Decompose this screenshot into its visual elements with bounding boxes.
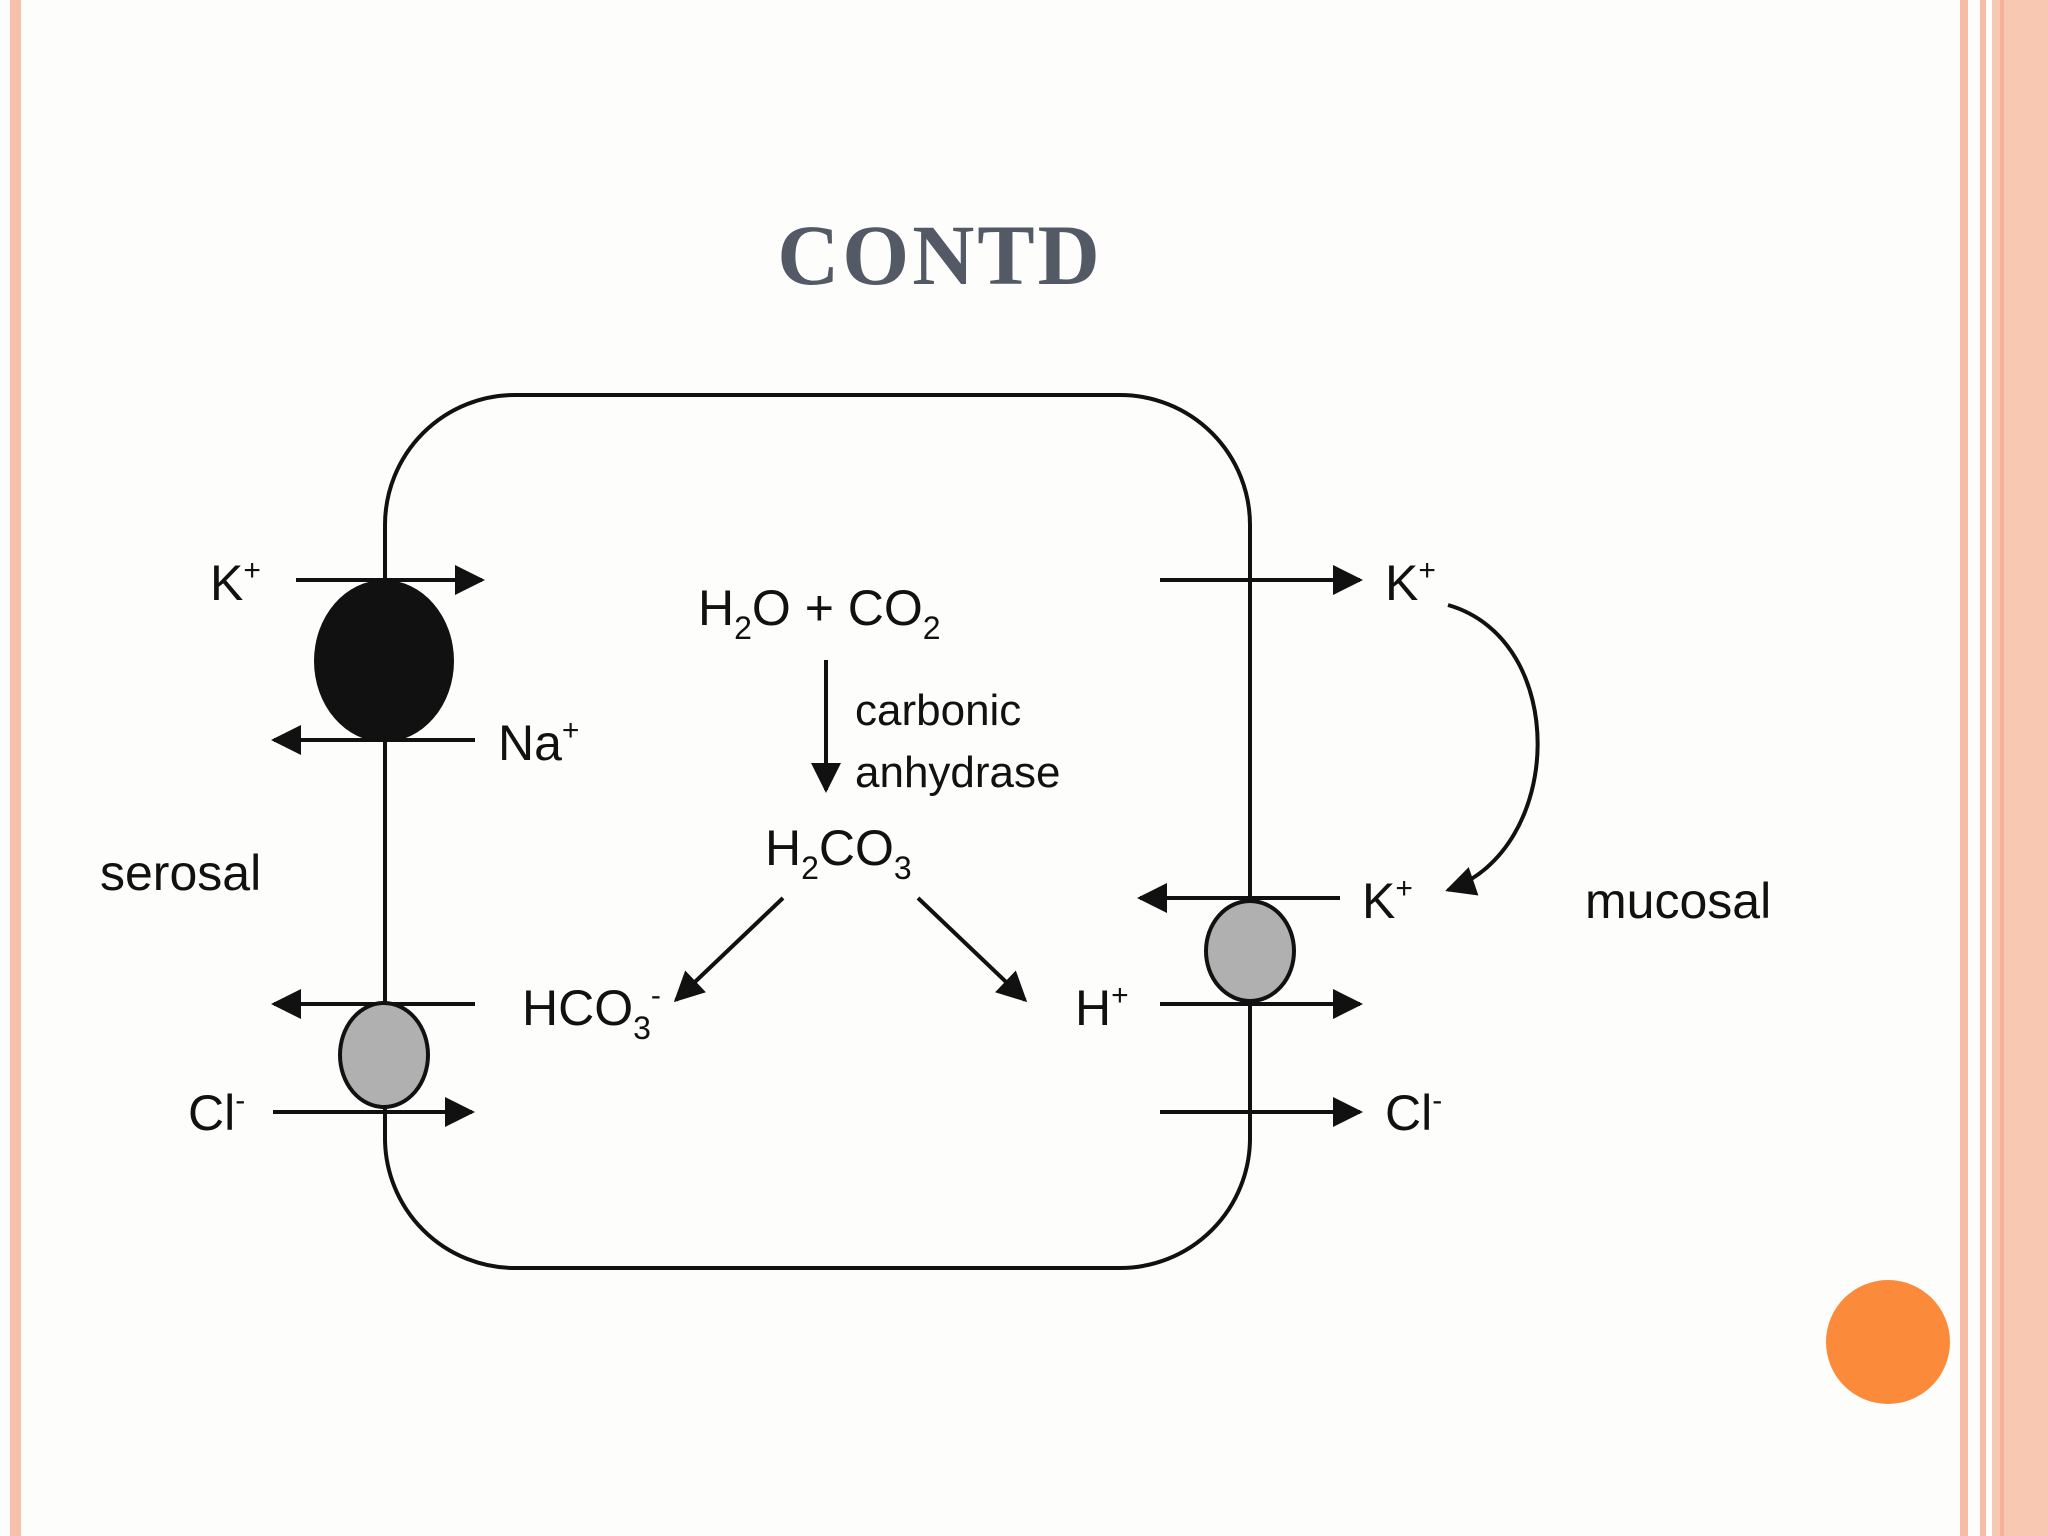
- proton-label: H+: [1075, 979, 1129, 1036]
- accent-circle: [1826, 1280, 1950, 1404]
- cl-hco3-exchanger: [271, 989, 475, 1127]
- to-proton-arrow: [916, 896, 1028, 1003]
- right-cl-label: Cl-: [1385, 1084, 1442, 1141]
- carbonic-acid-label: H2CO3: [765, 820, 912, 886]
- slide-title: CONTD: [777, 207, 1103, 303]
- mucosal-label: mucosal: [1585, 873, 1771, 929]
- serosal-label: serosal: [100, 845, 261, 901]
- cell-membrane: [383, 393, 1252, 1270]
- left-na-label: Na+: [498, 714, 579, 771]
- left-cl-label: Cl-: [188, 1084, 245, 1141]
- water-co2-label: H2O + CO2: [698, 580, 941, 646]
- right-border-stripes: [1960, 0, 2048, 1536]
- left-border-stripe: [10, 0, 21, 1536]
- na-k-pump: [271, 565, 485, 755]
- to-bicarbonate-arrow: [673, 896, 785, 1003]
- enzyme-label-line1: carbonic: [855, 686, 1021, 735]
- k-recycling-arrow: [1445, 603, 1540, 896]
- bicarbonate-label: HCO3-: [522, 979, 661, 1046]
- right-k-in-label: K+: [1362, 872, 1413, 929]
- right-k-out-label: K+: [1385, 554, 1436, 611]
- enzyme-label-line2: anhydrase: [855, 748, 1060, 797]
- left-k-label: K+: [210, 554, 261, 611]
- h-k-atpase: [1137, 883, 1363, 1019]
